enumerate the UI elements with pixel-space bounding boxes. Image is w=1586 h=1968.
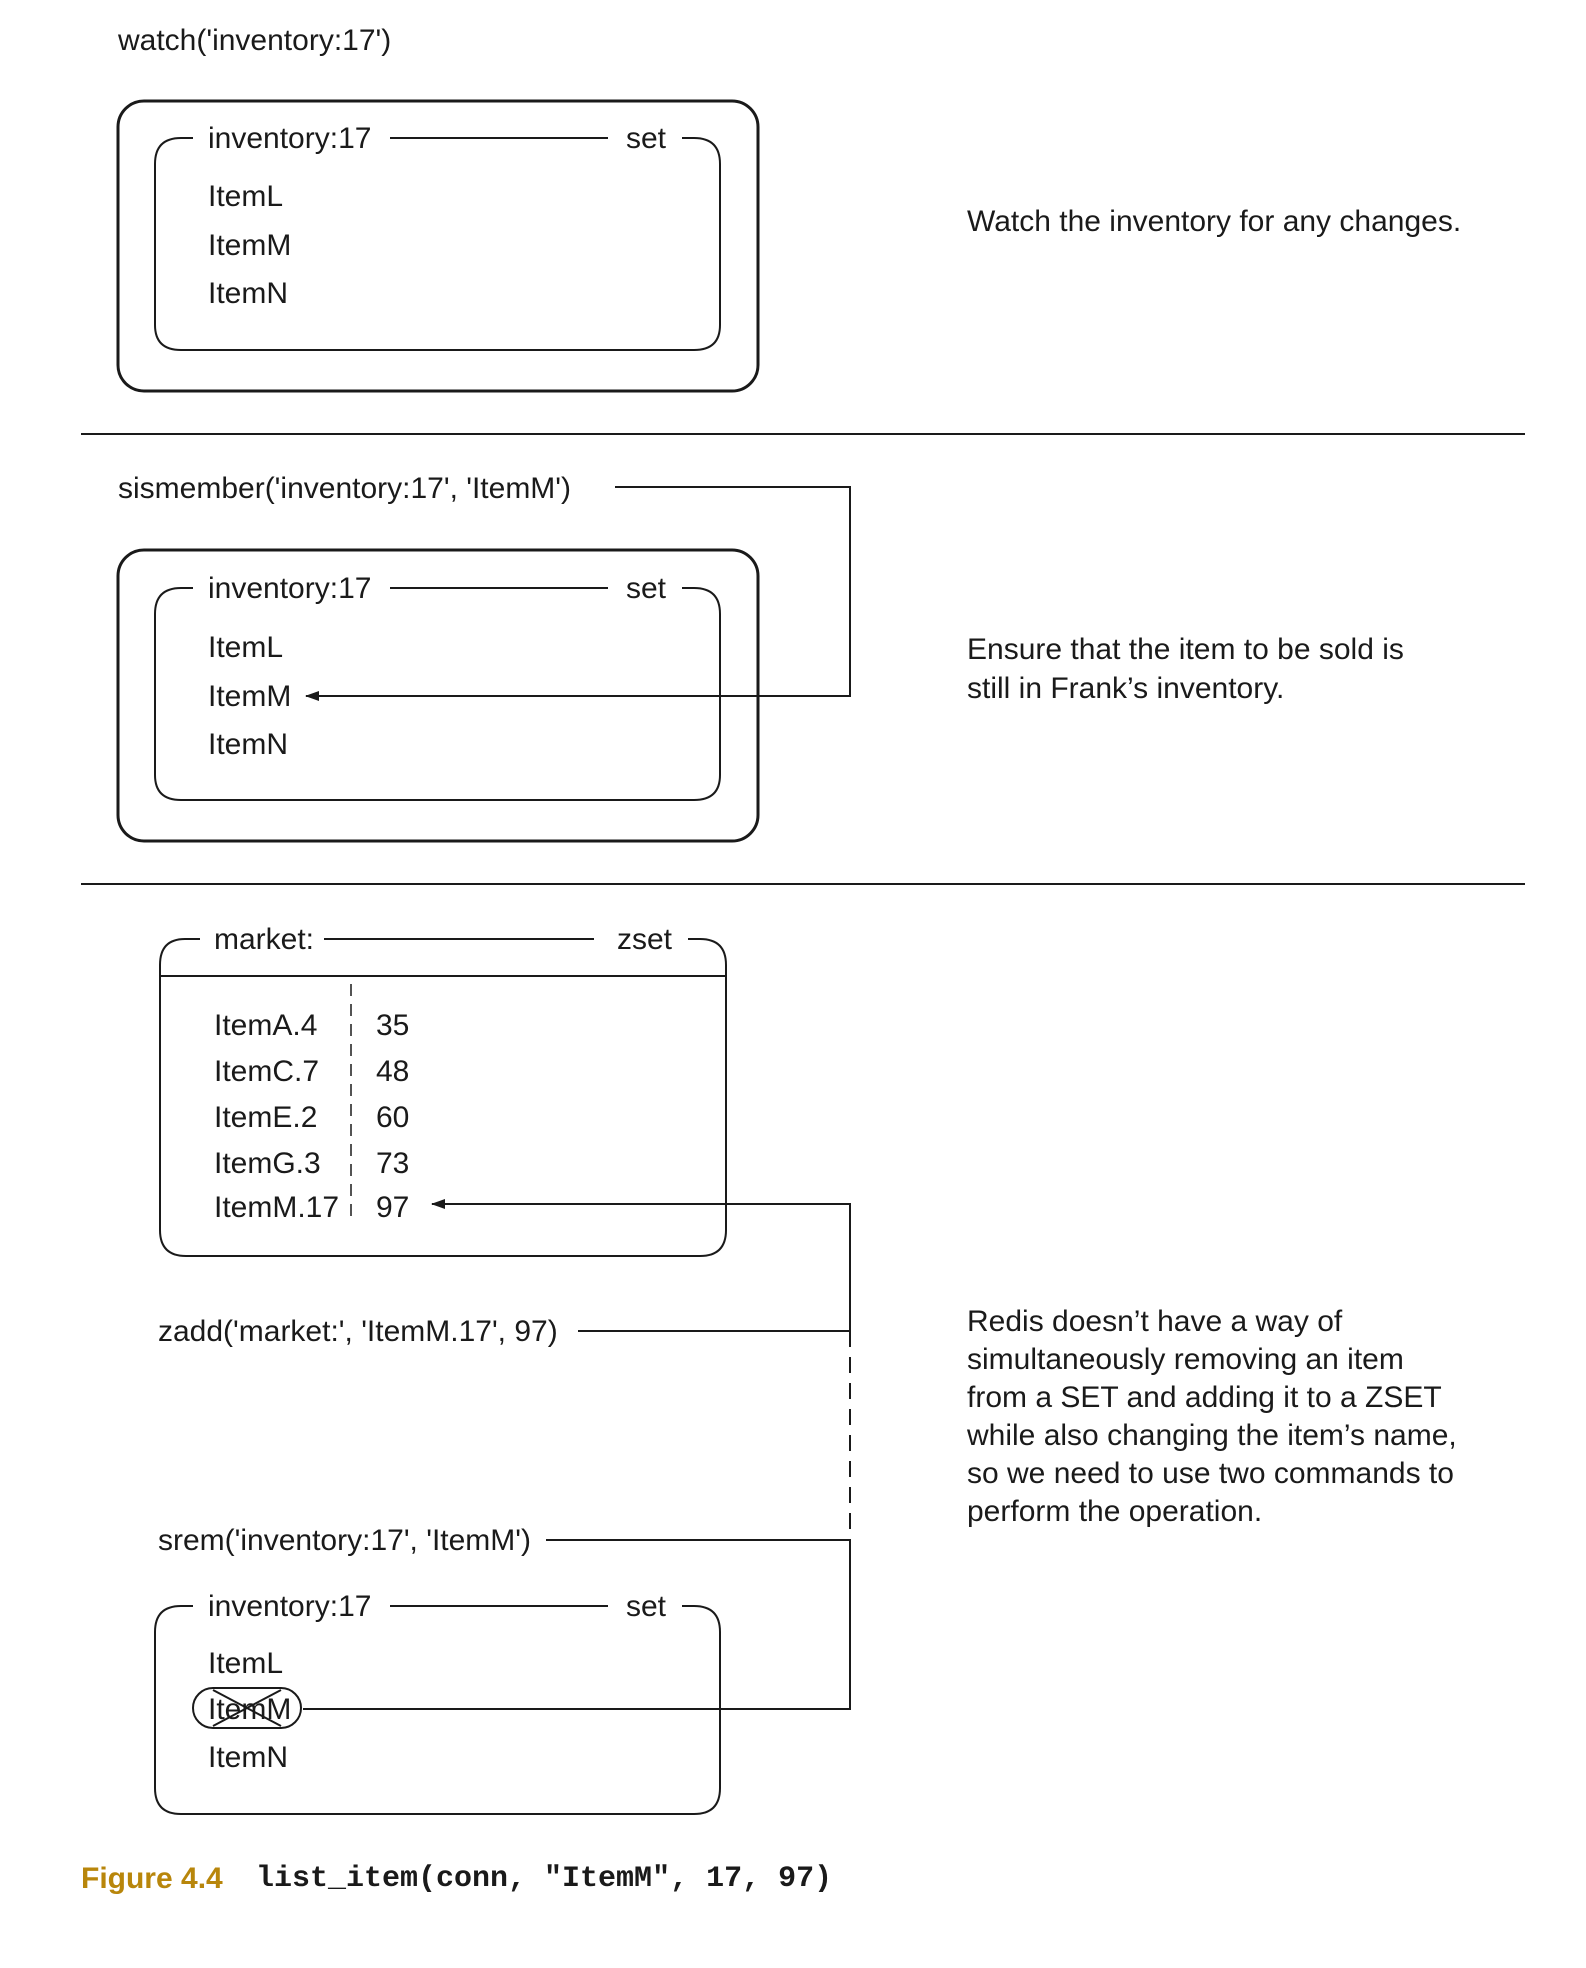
market-member-3: ItemG.3 (214, 1147, 321, 1180)
market-zset-frame (159, 938, 727, 1257)
step3-set-frame (154, 1605, 721, 1815)
market-score-4: 97 (376, 1191, 409, 1224)
step1-item-1: ItemM (208, 229, 291, 262)
step2-item-2: ItemN (208, 728, 288, 761)
market-key-label: market: (214, 923, 314, 956)
srem-arrow (303, 1540, 851, 1710)
step3-item-0: ItemL (208, 1647, 283, 1680)
step1-item-2: ItemN (208, 277, 288, 310)
step3-note-line-2: from a SET and adding it to a ZSET (967, 1381, 1442, 1414)
step3-note-line-1: simultaneously removing an item (967, 1343, 1404, 1376)
zadd-arrow (431, 1199, 851, 1331)
watch-command: watch('inventory:17') (117, 24, 391, 57)
market-score-0: 35 (376, 1009, 409, 1042)
step2-item-1: ItemM (208, 680, 291, 713)
step1-outer-frame (116, 99, 760, 393)
step3-note-line-4: so we need to use two commands to (967, 1457, 1454, 1490)
market-score-1: 48 (376, 1055, 409, 1088)
figure-caption-code: list_item(conn, "ItemM", 17, 97) (256, 1862, 833, 1896)
market-member-4: ItemM.17 (214, 1191, 339, 1224)
step2-note-line-1: still in Frank’s inventory. (967, 672, 1284, 705)
step2-type-label: set (626, 572, 667, 605)
removed-strike-2 (212, 1689, 282, 1727)
figure-label: Figure 4.4 (81, 1862, 223, 1895)
market-member-2: ItemE.2 (214, 1101, 317, 1134)
step3-key-label: inventory:17 (208, 1590, 371, 1623)
step1-item-0: ItemL (208, 180, 283, 213)
market-member-1: ItemC.7 (214, 1055, 319, 1088)
srem-command: srem('inventory:17', 'ItemM') (158, 1524, 531, 1557)
step1-note: Watch the inventory for any changes. (967, 205, 1461, 238)
step2-key-label: inventory:17 (208, 572, 371, 605)
zadd-command: zadd('market:', 'ItemM.17', 97) (158, 1315, 558, 1348)
step3-note-line-3: while also changing the item’s name, (966, 1419, 1457, 1452)
step1-set-frame (154, 137, 721, 351)
step2-note-line-0: Ensure that the item to be sold is (967, 633, 1404, 666)
sismember-connector-arrow (305, 486, 851, 701)
step1-key-label: inventory:17 (208, 122, 371, 155)
step3-note-line-0: Redis doesn’t have a way of (967, 1305, 1343, 1338)
removed-item-capsule (192, 1687, 302, 1729)
market-member-0: ItemA.4 (214, 1009, 317, 1042)
step2-set-frame (154, 587, 721, 801)
sismember-command: sismember('inventory:17', 'ItemM') (118, 472, 571, 505)
step3-note-line-5: perform the operation. (967, 1495, 1262, 1528)
step2-item-0: ItemL (208, 631, 283, 664)
step3-item-2: ItemN (208, 1741, 288, 1774)
market-score-2: 60 (376, 1101, 409, 1134)
market-type-label: zset (617, 923, 673, 956)
step3-type-label: set (626, 1590, 667, 1623)
market-score-3: 73 (376, 1147, 409, 1180)
step1-type-label: set (626, 122, 667, 155)
